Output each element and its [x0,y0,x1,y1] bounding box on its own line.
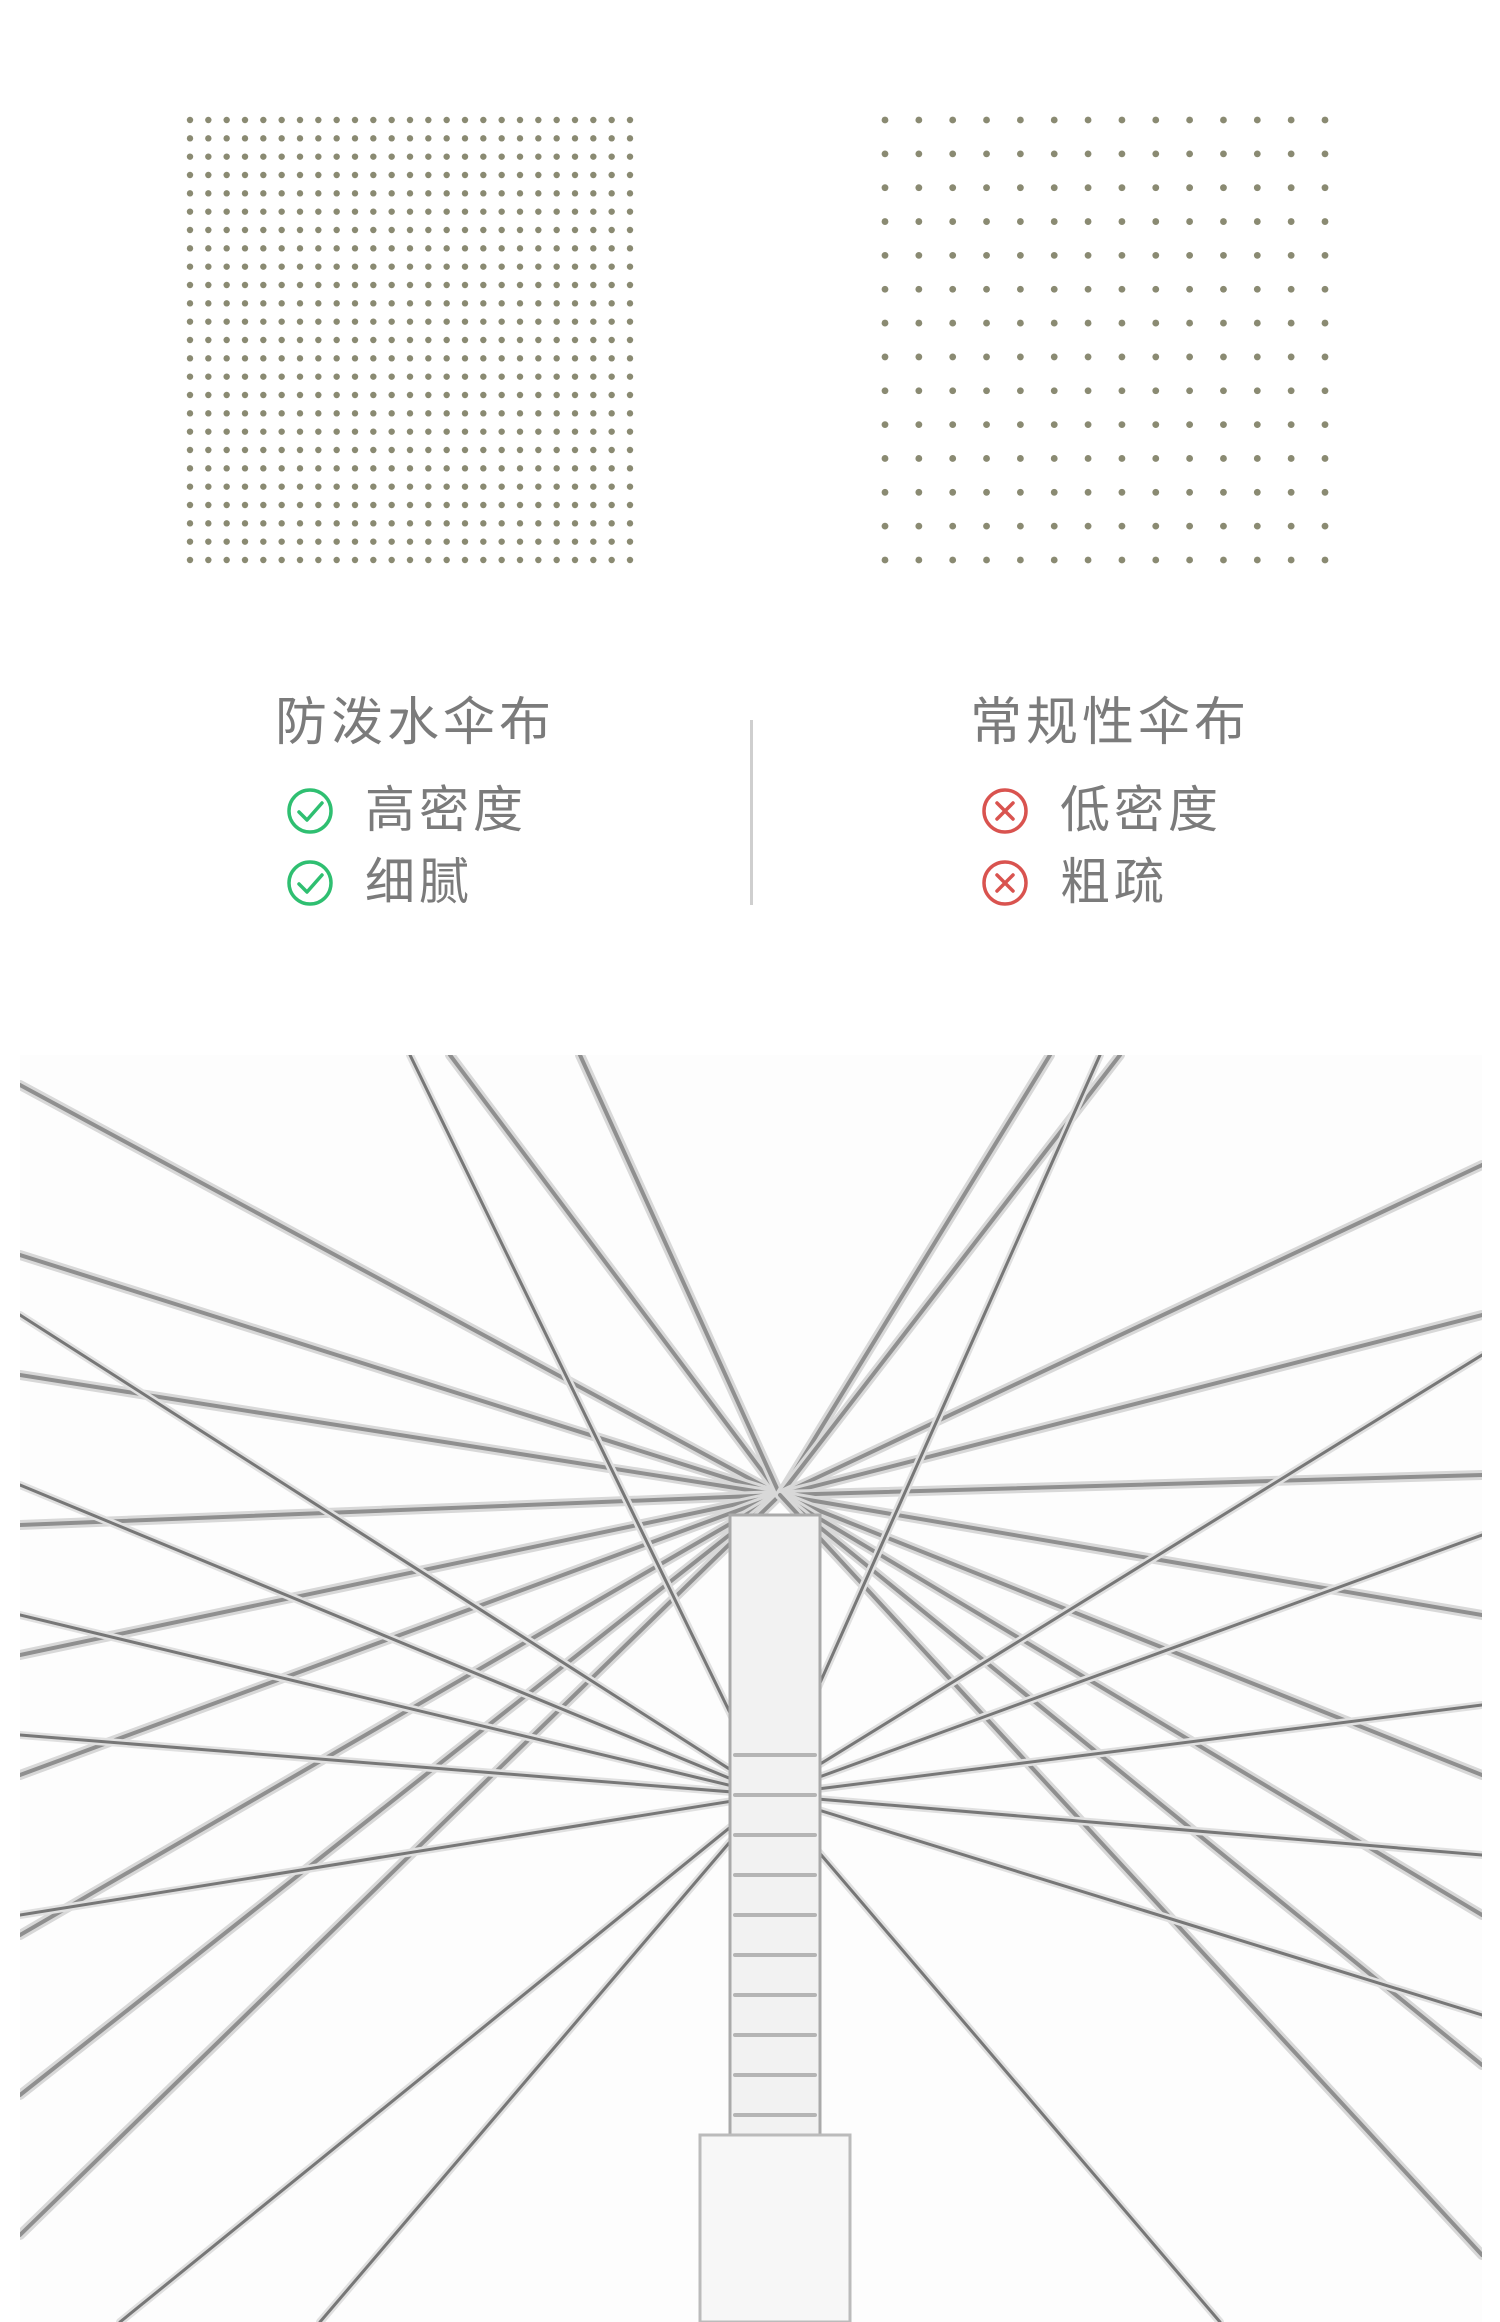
umbrella-frame-photo [20,1055,1482,2322]
feature-label: 低密度 [1060,781,1222,839]
water-repellent-fabric-title: 防泼水伞布 [275,693,556,753]
cross-circle-icon [982,860,1028,906]
high-density-dot-pattern [186,116,634,564]
feature-label: 高密度 [365,781,527,839]
column-divider [750,720,753,905]
regular-fabric-title: 常规性伞布 [970,693,1251,753]
cross-circle-icon [982,788,1028,834]
feature-label: 粗疏 [1060,853,1168,911]
check-circle-icon [287,788,333,834]
check-circle-icon [287,860,333,906]
fabric-comparison: 防泼水伞布 高密度 细腻 常规性伞布 低密度 [0,660,1500,920]
low-density-dot-pattern [881,116,1329,564]
feature-label: 细腻 [365,853,473,911]
